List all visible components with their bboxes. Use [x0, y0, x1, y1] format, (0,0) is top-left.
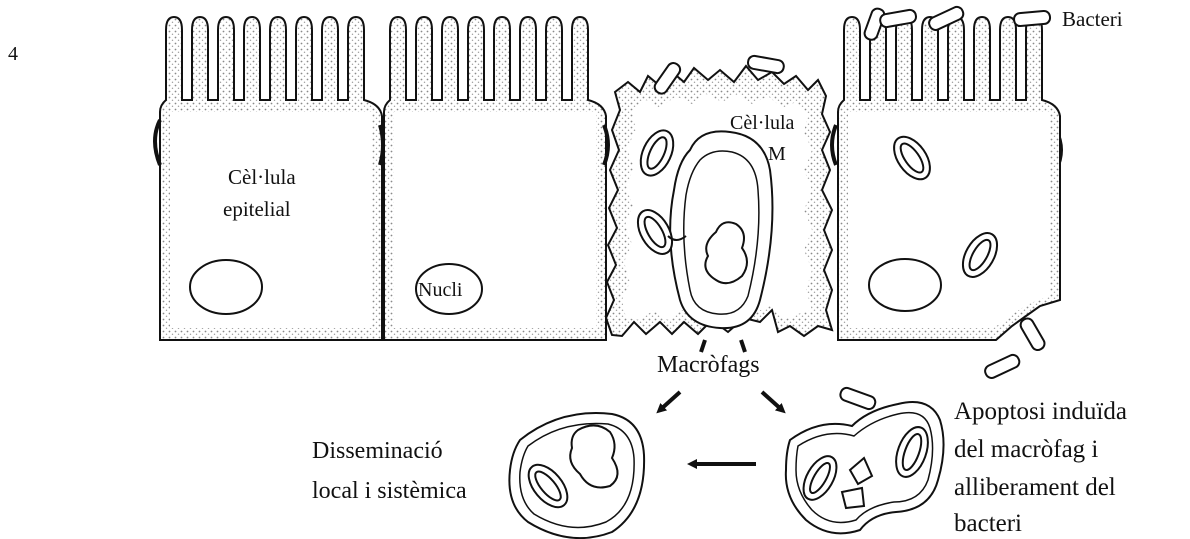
m-cell [606, 66, 832, 336]
epithelial-cell-4 [838, 17, 1060, 340]
label-apoptosis-line4: bacteri [954, 508, 1022, 539]
label-bacteria: Bacteri [1062, 6, 1123, 32]
arrows [660, 392, 782, 464]
macrophage-apoptotic [786, 402, 944, 533]
label-dissemination-line1: Disseminació [312, 436, 443, 466]
nucleus-4 [869, 259, 941, 311]
label-epithelial-line1: Cèl·lula [228, 164, 296, 190]
nucleus-1 [190, 260, 262, 314]
label-m-cell-line2: M [768, 142, 786, 167]
label-m-cell-line1: Cèl·lula [730, 111, 794, 136]
figure-number: 4 [8, 42, 18, 67]
label-epithelial-line2: epitelial [223, 196, 291, 222]
label-macrophages: Macròfags [657, 350, 760, 380]
macrophage-disseminating [509, 413, 644, 538]
label-apoptosis-line3: alliberament del [954, 472, 1116, 503]
label-dissemination-line2: local i sistèmica [312, 476, 467, 506]
label-apoptosis-line2: del macròfag i [954, 434, 1098, 465]
label-apoptosis-line1: Apoptosi induïda [954, 396, 1127, 427]
label-nucleus: Nucli [418, 278, 462, 303]
